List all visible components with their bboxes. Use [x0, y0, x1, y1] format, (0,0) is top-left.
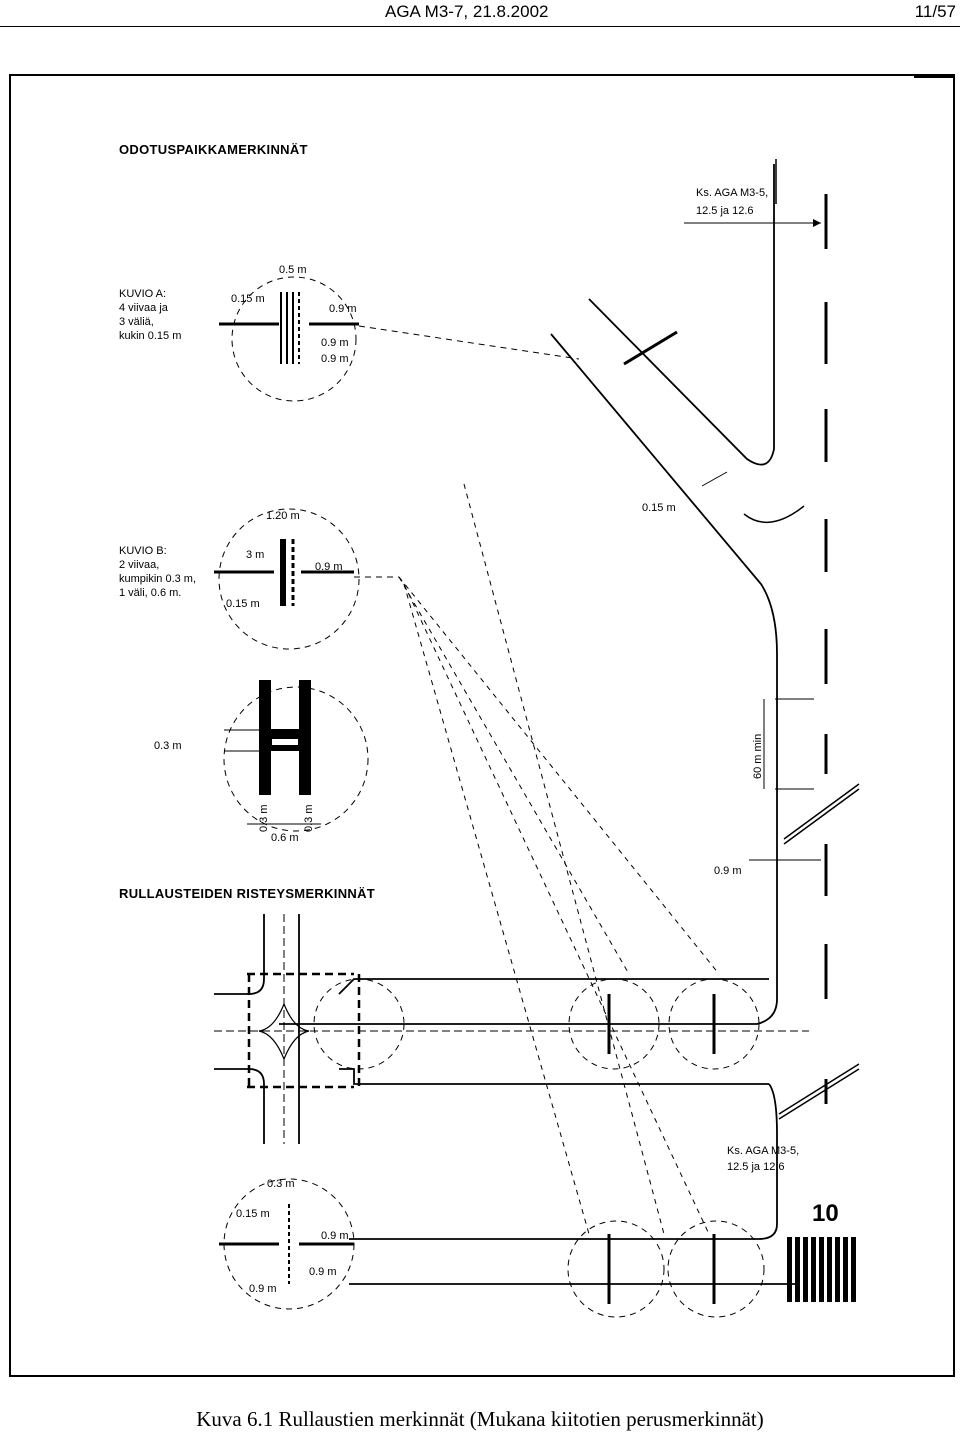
kuvio-b-lines [214, 539, 354, 606]
svg-text:2 viivaa,: 2 viivaa, [119, 559, 159, 571]
kuvio-b-dim-1: 3 m [246, 549, 264, 561]
svg-text:KUVIO B:: KUVIO B: [119, 545, 167, 557]
corner-mark [914, 74, 954, 78]
ref-bottom-line1: Ks. AGA M3-5, [727, 1145, 799, 1157]
kuvio-b-circle [218, 508, 360, 650]
svg-text:kukin 0.15 m: kukin 0.15 m [119, 330, 181, 342]
kuvio-b-dim-3: 0.15 m [226, 598, 260, 610]
ref-top-line2: 12.5 ja 12.6 [696, 205, 754, 217]
leader-lines [398, 483, 720, 1235]
page-header: AGA M3-7, 21.8.2002 11/57 [0, 0, 960, 27]
svg-text:KUVIO A:: KUVIO A: [119, 288, 166, 300]
kuvio-b-dim-2: 0.9 m [315, 561, 343, 573]
document-reference: AGA M3-7, 21.8.2002 [385, 2, 549, 21]
kuvio-a-dim-0: 0.5 m [279, 264, 307, 276]
svg-text:4 viivaa ja: 4 viivaa ja [119, 302, 169, 314]
bottom-dim-1: 0.15 m [236, 1208, 270, 1220]
h-detail-shape [259, 680, 311, 795]
kuvio-a-dim-4: 0.9 m [321, 353, 349, 365]
dim-60m-min: 60 m min [752, 734, 764, 779]
diagonal-taxiway [279, 164, 778, 1025]
runway-number: 10 [812, 1200, 839, 1227]
kuvio-b-dim-0: 1.20 m [266, 510, 300, 522]
h-dim-0: 0.3 m [154, 740, 182, 752]
bottom-taxiway [349, 1083, 799, 1304]
ref-bottom-line2: 12.5 ja 12.6 [727, 1161, 785, 1173]
heading-taxiway-intersection: RULLAUSTEIDEN RISTEYSMERKINNÄT [119, 886, 375, 901]
svg-text:1 väli, 0.6 m.: 1 väli, 0.6 m. [119, 587, 181, 599]
kuvio-b-text: KUVIO B: 2 viivaa, kumpikin 0.3 m, 1 väl… [119, 545, 196, 599]
ref-top-line1: Ks. AGA M3-5, [696, 187, 768, 199]
figure-caption: Kuva 6.1 Rullaustien merkinnät (Mukana k… [196, 1407, 764, 1431]
dim-taxiway-015: 0.15 m [642, 502, 676, 514]
h-dim-1: 0.3 m [258, 804, 270, 832]
bottom-dim-4: 0.9 m [249, 1283, 277, 1295]
figure-border [9, 74, 955, 1377]
kuvio-a-dim-1: 0.15 m [231, 293, 265, 305]
kuvio-a-circle [231, 276, 357, 402]
heading-holding-position: ODOTUSPAIKKAMERKINNÄT [119, 142, 308, 157]
kuvio-a-lines [219, 292, 359, 364]
bottom-dim-2: 0.9 m [321, 1230, 349, 1242]
threshold-markings [787, 1237, 856, 1302]
h-dim-lines [224, 729, 321, 825]
h-dim-3: 0.6 m [271, 832, 299, 844]
kuvio-a-text: KUVIO A: 4 viivaa ja 3 väliä, kukin 0.15… [119, 288, 181, 342]
svg-text:3 väliä,: 3 väliä, [119, 316, 154, 328]
bottom-dim-3: 0.9 m [309, 1266, 337, 1278]
taxiway-markings-drawing: ODOTUSPAIKKAMERKINNÄT RULLAUSTEIDEN RIST… [9, 74, 955, 1377]
dim-taxiway-09: 0.9 m [714, 865, 742, 877]
kuvio-a-dim-2: 0.9 m [329, 303, 357, 315]
h-dim-2: 0.3 m [303, 804, 315, 832]
intersection-lines [214, 914, 809, 1144]
bottom-dim-0: 0.3 m [267, 1178, 295, 1190]
svg-text:kumpikin 0.3 m,: kumpikin 0.3 m, [119, 573, 196, 585]
page-number: 11/57 [914, 2, 956, 21]
h-detail-circle [223, 686, 369, 832]
bottom-detail-lines [219, 1204, 354, 1284]
kuvio-a-dim-3: 0.9 m [321, 337, 349, 349]
figure-diagram: ODOTUSPAIKKAMERKINNÄT RULLAUSTEIDEN RIST… [9, 74, 955, 1377]
